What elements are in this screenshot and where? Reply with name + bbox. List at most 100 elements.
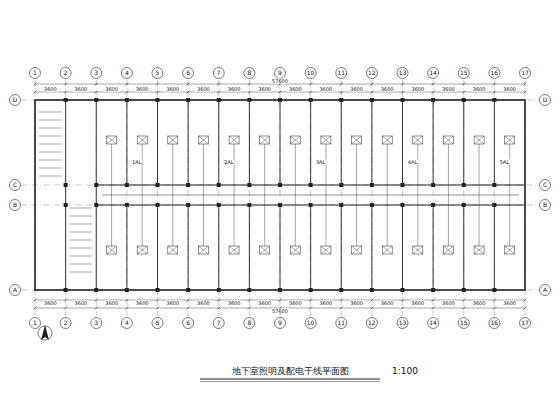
branch-wiring bbox=[203, 144, 204, 195]
dimension-tick bbox=[432, 91, 435, 94]
grid-bubble bbox=[520, 68, 531, 79]
dimension-tick bbox=[217, 91, 220, 94]
grid-bubble bbox=[540, 180, 551, 191]
grid-number: 7 bbox=[217, 320, 221, 326]
grid-bubble bbox=[91, 68, 102, 79]
partition-wall bbox=[310, 100, 311, 185]
column bbox=[278, 203, 282, 207]
partition-wall bbox=[218, 100, 219, 185]
partition-wall bbox=[494, 205, 495, 290]
column bbox=[217, 288, 221, 292]
dimension-tick bbox=[401, 299, 404, 302]
branch-wiring bbox=[295, 195, 296, 246]
grid-number: 14 bbox=[429, 70, 437, 76]
grid-number: 14 bbox=[429, 320, 437, 326]
grid-bubble bbox=[520, 318, 531, 329]
stair-tread bbox=[70, 208, 93, 209]
grid-letter: A bbox=[543, 287, 547, 293]
north-arrow bbox=[41, 325, 49, 340]
grid-bubble bbox=[10, 285, 21, 296]
dimension: 3600 bbox=[288, 87, 303, 92]
partition-wall bbox=[188, 100, 189, 185]
light-fixture bbox=[107, 246, 117, 254]
column bbox=[370, 288, 374, 292]
stair-tread bbox=[39, 160, 62, 161]
light-fixture bbox=[352, 136, 362, 144]
grid-bubble bbox=[540, 200, 551, 211]
branch-wiring bbox=[356, 144, 357, 195]
grid-number: 10 bbox=[307, 320, 315, 326]
column bbox=[217, 98, 221, 102]
column bbox=[370, 203, 374, 207]
partition-wall bbox=[280, 100, 281, 185]
grid-bubble bbox=[336, 68, 347, 79]
grid-line bbox=[463, 80, 464, 316]
grid-bubble bbox=[152, 318, 163, 329]
branch-wiring bbox=[479, 144, 480, 195]
column bbox=[370, 98, 374, 102]
light-fixture bbox=[290, 246, 300, 254]
grid-number: 4 bbox=[125, 70, 129, 76]
dimension-tick bbox=[524, 83, 527, 86]
dimension-line bbox=[35, 84, 525, 85]
dimension-tick bbox=[493, 91, 496, 94]
grid-bubble bbox=[152, 68, 163, 79]
dimension: 3600 bbox=[472, 87, 487, 92]
grid-bubble bbox=[244, 68, 255, 79]
grid-bubble bbox=[213, 318, 224, 329]
dimension: 3600 bbox=[227, 301, 242, 306]
stair-tread bbox=[70, 248, 93, 249]
dimension: 3600 bbox=[135, 87, 150, 92]
column bbox=[431, 288, 435, 292]
column bbox=[462, 288, 466, 292]
light-fixture bbox=[382, 136, 392, 144]
branch-wiring bbox=[509, 195, 510, 246]
light-fixture bbox=[107, 136, 117, 144]
light-fixture bbox=[505, 246, 515, 254]
grid-line bbox=[371, 80, 372, 316]
grid-bubble bbox=[397, 68, 408, 79]
dimension-tick bbox=[95, 83, 98, 86]
partition-wall bbox=[188, 205, 189, 290]
branch-wiring bbox=[417, 144, 418, 195]
light-fixture bbox=[443, 136, 453, 144]
column bbox=[462, 203, 466, 207]
dimension-tick bbox=[279, 91, 282, 94]
light-fixture bbox=[321, 246, 331, 254]
grid-line bbox=[218, 80, 219, 316]
stair-tread bbox=[70, 224, 93, 225]
dimension-tick bbox=[524, 91, 527, 94]
light-fixture bbox=[474, 246, 484, 254]
light-fixture bbox=[505, 136, 515, 144]
partition-wall bbox=[126, 205, 127, 290]
dimension-tick bbox=[95, 307, 98, 310]
partition-wall bbox=[341, 100, 342, 185]
dimension-tick bbox=[217, 299, 220, 302]
column bbox=[278, 288, 282, 292]
grid-number: 15 bbox=[460, 70, 468, 76]
stair-tread bbox=[39, 144, 62, 145]
dimension: 3600 bbox=[380, 301, 395, 306]
dimension: 3600 bbox=[196, 301, 211, 306]
column bbox=[309, 98, 313, 102]
light-fixture bbox=[198, 246, 208, 254]
grid-bubble bbox=[428, 318, 439, 329]
column bbox=[125, 203, 129, 207]
light-fixture bbox=[198, 136, 208, 144]
column bbox=[278, 183, 282, 187]
grid-bubble bbox=[213, 68, 224, 79]
column bbox=[370, 183, 374, 187]
partition-wall bbox=[249, 205, 250, 290]
light-fixture bbox=[260, 136, 270, 144]
column bbox=[94, 183, 98, 187]
branch-wiring bbox=[479, 195, 480, 246]
branch-wiring bbox=[448, 195, 449, 246]
light-fixture bbox=[137, 136, 147, 144]
light-fixture bbox=[474, 136, 484, 144]
grid-bubble bbox=[397, 318, 408, 329]
column bbox=[247, 183, 251, 187]
dimension: 3600 bbox=[288, 301, 303, 306]
dimension: 3600 bbox=[502, 301, 517, 306]
grid-number: 3 bbox=[94, 70, 98, 76]
